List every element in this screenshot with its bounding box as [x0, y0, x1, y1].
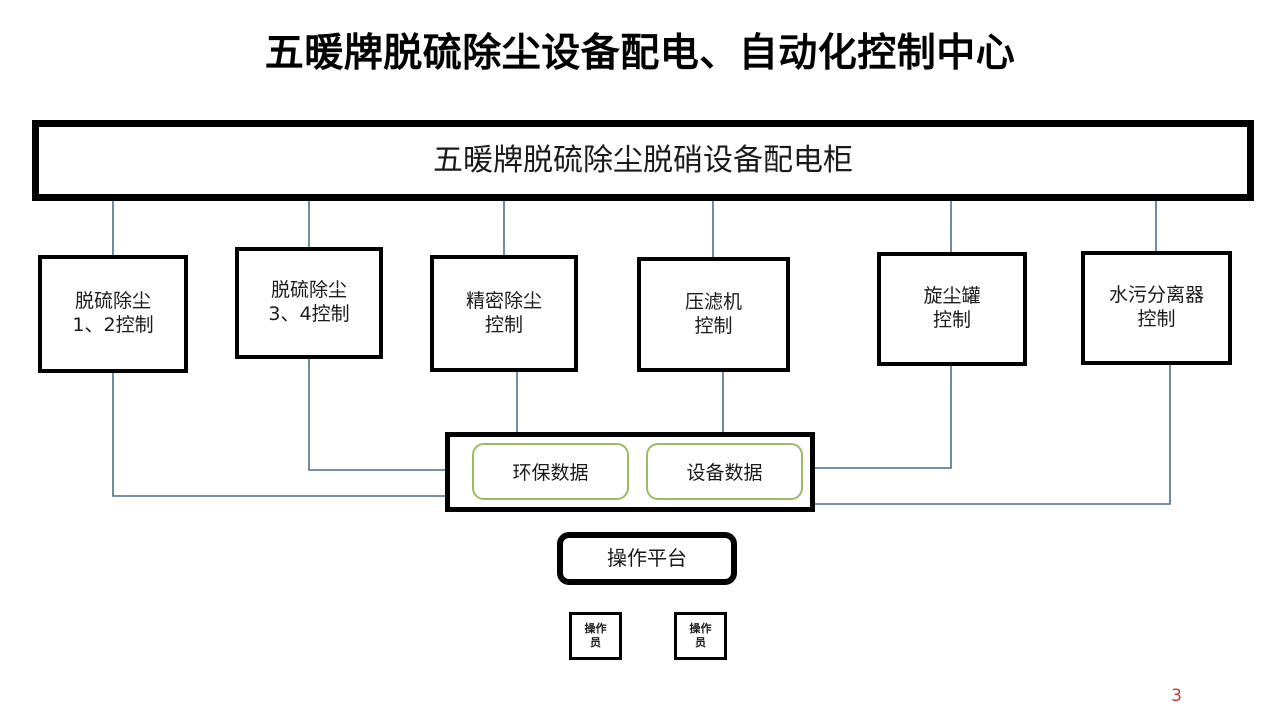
control-box-line1: 水污分离器: [1108, 284, 1204, 307]
operator-box-left[interactable]: 操作 员: [569, 612, 622, 660]
data-chip-label: 设备数据: [686, 462, 763, 484]
control-box-line2: 控制: [694, 314, 733, 337]
control-box-line2: 控制: [932, 309, 971, 331]
control-box-line1: 脱硫除尘: [74, 290, 151, 313]
connector-group-top: [112, 200, 1157, 258]
operator-label: 操作 员: [690, 622, 712, 651]
control-box-label: 水污分离器 控制: [1109, 284, 1204, 332]
operator-line1: 操作: [689, 621, 712, 635]
connector-box6-to-data-hub: [790, 365, 1171, 505]
control-box-line1: 旋尘罐: [923, 285, 981, 308]
operator-line1: 操作: [584, 621, 607, 635]
main-switchgear-cabinet-label: 五暖牌脱硫除尘脱硝设备配电柜: [433, 142, 853, 178]
control-box-line2: 控制: [1137, 308, 1176, 330]
control-box-label: 脱硫除尘 3、4控制: [268, 279, 349, 327]
control-box-line1: 脱硫除尘: [270, 279, 347, 302]
page-title: 五暖牌脱硫除尘设备配电、自动化控制中心: [264, 31, 1016, 76]
control-box-precision-dedusting[interactable]: 精密除尘 控制: [430, 255, 578, 372]
control-box-line2: 3、4控制: [268, 303, 350, 325]
control-box-line1: 精密除尘: [465, 289, 542, 312]
data-chip-equipment-data[interactable]: 设备数据: [646, 443, 803, 500]
operator-line2: 员: [590, 636, 601, 649]
control-box-water-sludge-separator[interactable]: 水污分离器 控制: [1081, 251, 1232, 365]
page-number: 3: [1171, 686, 1182, 706]
data-chip-label: 环保数据: [512, 462, 589, 484]
control-box-label: 旋尘罐 控制: [923, 285, 980, 333]
operator-label: 操作 员: [585, 622, 607, 651]
data-chip-environmental-data[interactable]: 环保数据: [472, 443, 629, 500]
operator-box-right[interactable]: 操作 员: [674, 612, 727, 660]
control-box-cyclone-dust-tank[interactable]: 旋尘罐 控制: [877, 252, 1027, 366]
control-box-filter-press[interactable]: 压滤机 控制: [637, 257, 790, 372]
operator-line2: 员: [695, 636, 706, 649]
operation-platform-box[interactable]: 操作平台: [557, 532, 737, 585]
control-box-line2: 1、2控制: [72, 314, 154, 336]
control-box-desulfurization-dedusting-3-4[interactable]: 脱硫除尘 3、4控制: [235, 247, 383, 359]
operation-platform-label: 操作平台: [607, 546, 687, 570]
control-box-label: 精密除尘 控制: [466, 290, 542, 338]
control-box-label: 压滤机 控制: [685, 291, 742, 339]
connector-box5-to-equipment-data: [790, 366, 952, 469]
control-box-desulfurization-dedusting-1-2[interactable]: 脱硫除尘 1、2控制: [38, 255, 188, 373]
control-box-line2: 控制: [484, 313, 523, 336]
connector-box1-to-data-hub: [112, 372, 555, 497]
main-switchgear-cabinet[interactable]: 五暖牌脱硫除尘脱硝设备配电柜: [32, 120, 1254, 201]
control-box-label: 脱硫除尘 1、2控制: [72, 290, 153, 338]
control-box-line1: 压滤机: [684, 290, 742, 313]
